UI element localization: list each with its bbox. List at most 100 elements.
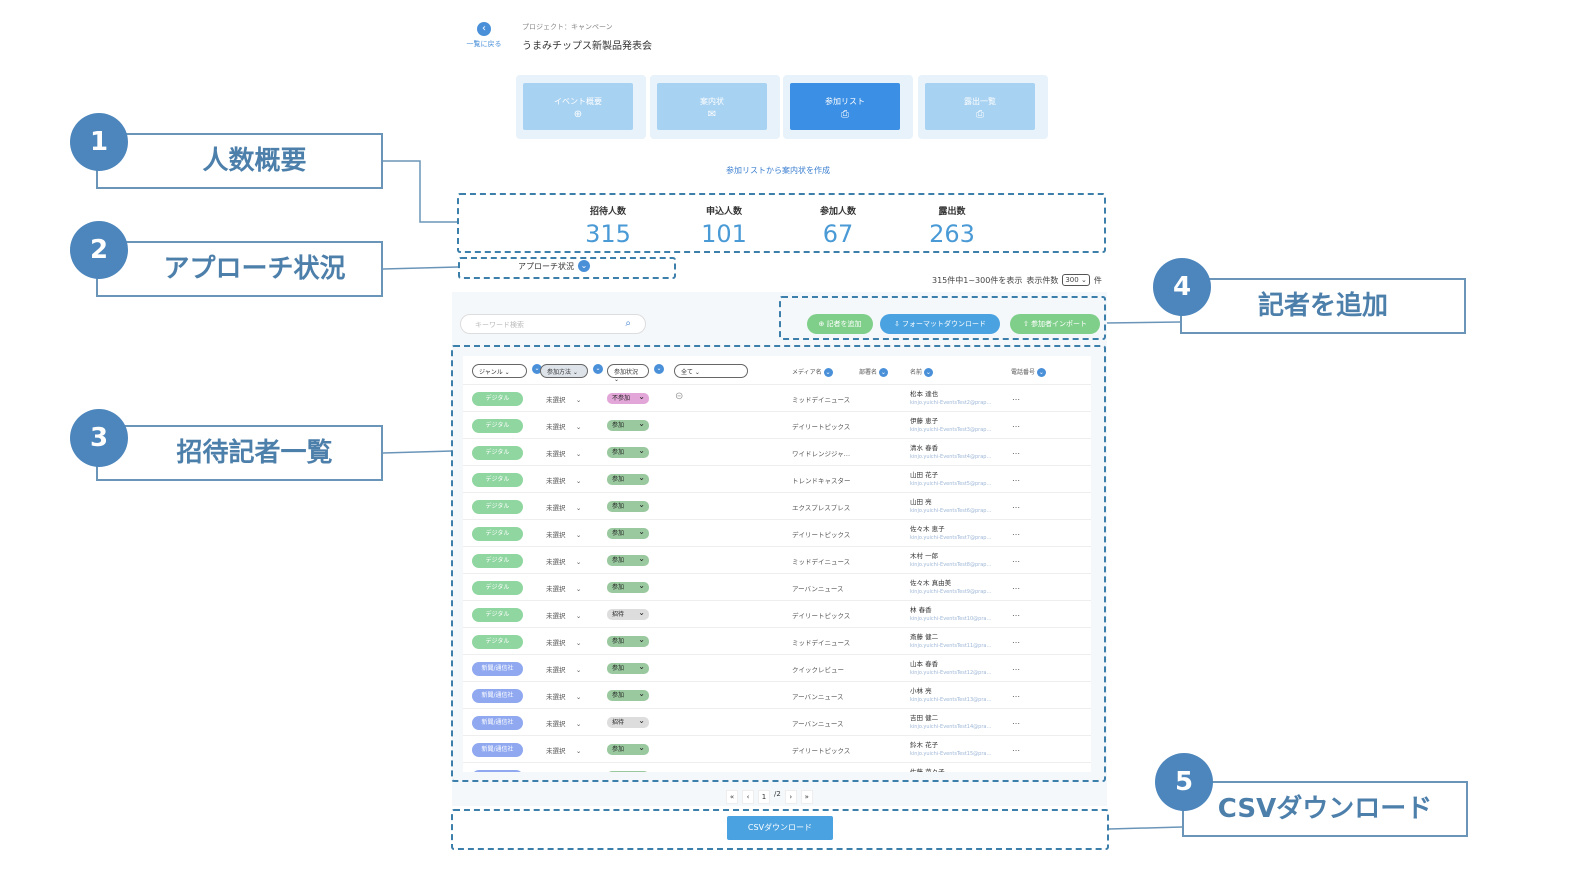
- chevron-down-icon[interactable]: ⌄: [593, 364, 603, 374]
- status-select[interactable]: 参加: [607, 526, 649, 539]
- chevron-down-icon[interactable]: ⌄: [654, 364, 664, 374]
- reporter-name[interactable]: 佐藤 菜々子: [910, 768, 945, 772]
- col-name[interactable]: 名前 ⌄: [910, 367, 933, 377]
- format-download-button[interactable]: ⇩ フォーマットダウンロード: [880, 314, 1000, 334]
- login-icon[interactable]: ⊝: [675, 391, 684, 402]
- method-select[interactable]: 未選択 ⌄: [546, 747, 582, 755]
- reporter-name[interactable]: 林 春香: [910, 606, 932, 614]
- reporter-name[interactable]: 佐々木 真由美: [910, 579, 952, 587]
- genre-badge[interactable]: デジタル: [472, 500, 523, 514]
- genre-badge[interactable]: デジタル: [472, 581, 523, 595]
- reporter-name[interactable]: 木村 一郎: [910, 552, 939, 560]
- first-page-button[interactable]: «: [726, 790, 738, 804]
- status-select[interactable]: 招待: [607, 607, 649, 620]
- genre-badge[interactable]: デジタル: [472, 635, 523, 649]
- status-select[interactable]: 参加: [607, 472, 649, 485]
- genre-badge[interactable]: 新聞/通信社: [472, 770, 523, 772]
- more-icon[interactable]: ⋯: [1012, 611, 1020, 620]
- status-select[interactable]: 参加: [607, 634, 649, 647]
- status-select[interactable]: 参加: [607, 580, 649, 593]
- status-select[interactable]: 参加: [607, 769, 649, 772]
- status-select[interactable]: 参加: [607, 661, 649, 674]
- add-reporter-button[interactable]: ⊕ 記者を追加: [807, 314, 873, 334]
- reporter-name[interactable]: 斎藤 健二: [910, 633, 939, 641]
- genre-badge[interactable]: デジタル: [472, 527, 523, 541]
- status-select[interactable]: 参加: [607, 742, 649, 755]
- back-link[interactable]: ‹ 一覧に戻る: [462, 22, 506, 49]
- csv-download-button[interactable]: CSVダウンロード: [727, 816, 833, 840]
- genre-badge[interactable]: デジタル: [472, 554, 523, 568]
- reporter-name[interactable]: 山田 花子: [910, 471, 939, 479]
- more-icon[interactable]: ⋯: [1012, 665, 1020, 674]
- method-select[interactable]: 未選択 ⌄: [546, 666, 582, 674]
- method-select[interactable]: 未選択 ⌄: [546, 720, 582, 728]
- last-page-button[interactable]: »: [800, 790, 813, 804]
- tab-invitation[interactable]: 案内状✉: [650, 75, 780, 139]
- status-filter[interactable]: 参加状況 ⌄: [607, 364, 649, 383]
- more-icon[interactable]: ⋯: [1012, 557, 1020, 566]
- status-select[interactable]: 招待: [607, 715, 649, 728]
- status-select[interactable]: 不参加: [607, 391, 649, 404]
- more-icon[interactable]: ⋯: [1012, 476, 1020, 485]
- more-icon[interactable]: ⋯: [1012, 503, 1020, 512]
- more-icon[interactable]: ⋯: [1012, 638, 1020, 647]
- more-icon[interactable]: ⋯: [1012, 422, 1020, 431]
- tab-participant-list[interactable]: 参加リスト⎙: [783, 75, 913, 139]
- col-dept[interactable]: 部署名 ⌄: [859, 367, 888, 377]
- reporter-name[interactable]: 伊藤 恵子: [910, 417, 939, 425]
- method-select[interactable]: 未選択 ⌄: [546, 450, 582, 458]
- method-select[interactable]: 未選択 ⌄: [546, 639, 582, 647]
- genre-badge[interactable]: デジタル: [472, 608, 523, 622]
- tab-event-overview[interactable]: イベント概要⊕: [516, 75, 646, 139]
- method-select[interactable]: 未選択 ⌄: [546, 531, 582, 539]
- genre-badge[interactable]: 新聞/通信社: [472, 743, 523, 757]
- per-page-select[interactable]: 300 ⌄: [1062, 274, 1090, 286]
- status-select[interactable]: 参加: [607, 418, 649, 431]
- reporter-name[interactable]: 佐々木 恵子: [910, 525, 945, 533]
- genre-badge[interactable]: 新聞/通信社: [472, 716, 523, 730]
- genre-badge[interactable]: 新聞/通信社: [472, 689, 523, 703]
- col-media[interactable]: メディア名 ⌄: [792, 367, 833, 377]
- method-select[interactable]: 未選択 ⌄: [546, 558, 582, 566]
- genre-badge[interactable]: デジタル: [472, 419, 523, 433]
- reporter-name[interactable]: 山田 亮: [910, 498, 932, 506]
- method-select[interactable]: 未選択 ⌄: [546, 477, 582, 485]
- method-select[interactable]: 未選択 ⌄: [546, 612, 582, 620]
- more-icon[interactable]: ⋯: [1012, 395, 1020, 404]
- genre-badge[interactable]: デジタル: [472, 473, 523, 487]
- reporter-name[interactable]: 小林 亮: [910, 687, 932, 695]
- genre-filter[interactable]: ジャンル ⌄: [472, 364, 527, 378]
- next-page-button[interactable]: ›: [784, 790, 797, 804]
- more-icon[interactable]: ⋯: [1012, 719, 1020, 728]
- status-select[interactable]: 参加: [607, 553, 649, 566]
- search-input[interactable]: キーワード検索⌕: [460, 314, 646, 334]
- method-select[interactable]: 未選択 ⌄: [546, 693, 582, 701]
- status-select[interactable]: 参加: [607, 445, 649, 458]
- more-icon[interactable]: ⋯: [1012, 584, 1020, 593]
- import-button[interactable]: ⇧ 参加者インポート: [1010, 314, 1100, 334]
- page-number[interactable]: 1: [758, 790, 770, 804]
- reporter-name[interactable]: 松本 達也: [910, 390, 939, 398]
- col-phone[interactable]: 電話番号 ⌄: [1011, 367, 1046, 377]
- more-icon[interactable]: ⋯: [1012, 530, 1020, 539]
- method-select[interactable]: 未選択 ⌄: [546, 504, 582, 512]
- approach-toggle[interactable]: アプローチ状況⌄: [518, 260, 590, 272]
- status-select[interactable]: 参加: [607, 499, 649, 512]
- status-select[interactable]: 参加: [607, 688, 649, 701]
- method-select[interactable]: 未選択 ⌄: [546, 423, 582, 431]
